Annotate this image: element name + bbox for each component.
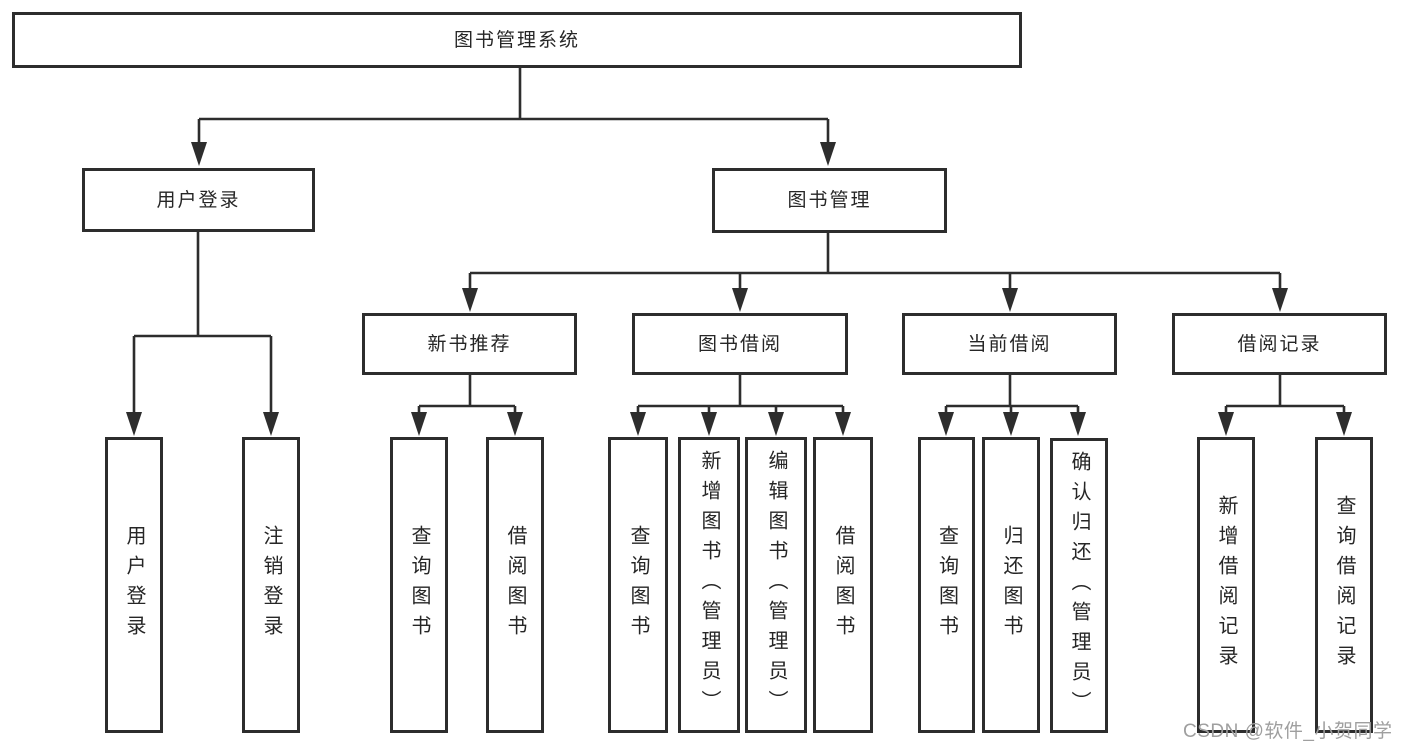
leaf-query-books-2: 查询图书 — [608, 437, 668, 733]
node-root: 图书管理系统 — [12, 12, 1022, 68]
watermark: CSDN @软件_小贺同学 — [1183, 721, 1393, 742]
leaf-add-book-admin: 新增图书（管理员） — [678, 437, 740, 733]
leaf-confirm-return-admin: 确认归还（管理员） — [1050, 438, 1108, 733]
leaf-query-borrow-record: 查询借阅记录 — [1315, 437, 1373, 733]
node-book-management: 图书管理 — [712, 168, 947, 233]
leaf-return-books: 归还图书 — [982, 437, 1040, 733]
leaf-query-books-1: 查询图书 — [390, 437, 448, 733]
leaf-logout: 注销登录 — [242, 437, 300, 733]
leaf-edit-book-admin: 编辑图书（管理员） — [745, 437, 807, 733]
leaf-user-login: 用户登录 — [105, 437, 163, 733]
node-current-borrow: 当前借阅 — [902, 313, 1117, 375]
leaf-add-borrow-record: 新增借阅记录 — [1197, 437, 1255, 733]
leaf-borrow-books-2: 借阅图书 — [813, 437, 873, 733]
leaf-borrow-books-1: 借阅图书 — [486, 437, 544, 733]
node-user-login-group: 用户登录 — [82, 168, 315, 232]
leaf-query-books-3: 查询图书 — [918, 437, 975, 733]
node-borrow-records: 借阅记录 — [1172, 313, 1387, 375]
node-new-book-recommend: 新书推荐 — [362, 313, 577, 375]
node-book-borrow: 图书借阅 — [632, 313, 848, 375]
